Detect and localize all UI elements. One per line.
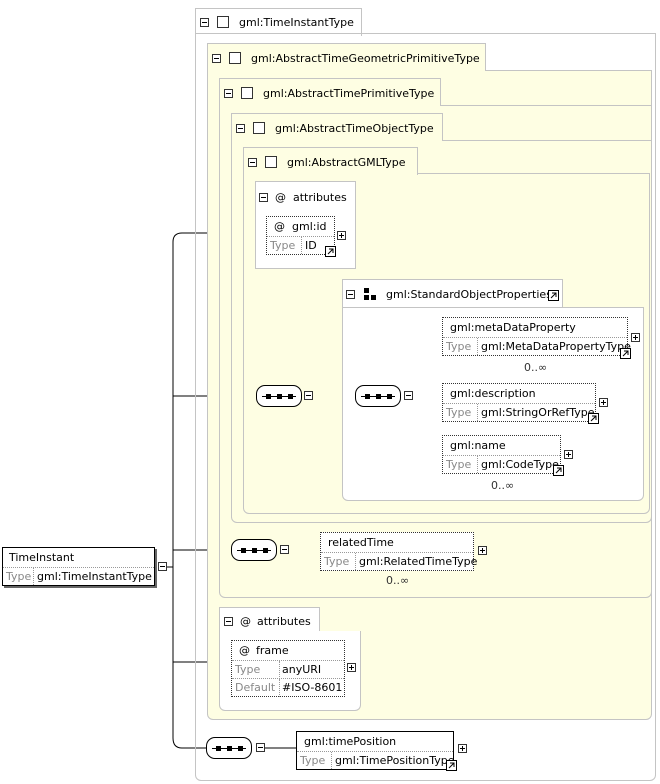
description-element[interactable]: gml:description Type gml:StringOrRefType [442,383,596,422]
abstract-time-primitive-type-tab: gml:AbstractTimePrimitiveType [219,78,441,106]
attributes-label: attributes [293,191,347,204]
abstract-gml-type-tab: gml:AbstractGMLType [243,147,418,175]
type-label: Type [300,754,326,767]
collapse-icon[interactable] [224,617,233,626]
attribute-at-icon: @ [274,220,285,233]
attribute-at-icon: @ [239,644,250,657]
expand-icon[interactable] [631,333,640,342]
type-label: Type [446,340,472,353]
occurrence-label: 0..∞ [491,479,515,492]
element-name: gml:metaDataProperty [450,321,576,334]
sequence-compositor[interactable] [355,385,401,407]
type-value: anyURI [282,663,322,676]
element-name: gml:description [450,387,536,400]
collapse-icon[interactable] [212,54,221,63]
attribute-name: gml:id [292,220,327,233]
complex-type-icon [253,122,265,134]
collapse-icon[interactable] [224,89,233,98]
collapse-icon[interactable] [256,743,265,752]
collapse-icon[interactable] [158,562,167,571]
occurrence-label: 0..∞ [524,361,548,374]
expand-icon[interactable] [347,663,356,672]
type-name: gml:AbstractTimeGeometricPrimitiveType [251,52,480,65]
related-time-element[interactable]: relatedTime Type gml:RelatedTimeType [320,532,478,571]
link-icon[interactable] [446,760,457,771]
expand-icon[interactable] [337,231,346,240]
type-value: gml:RelatedTimeType [359,555,478,568]
frame-attributes-tab: @ attributes [219,607,320,635]
attributes-label: attributes [257,615,311,628]
type-value: ID [305,239,317,252]
expand-icon[interactable] [564,450,573,459]
meta-data-property-element[interactable]: gml:metaDataProperty Type gml:MetaDataPr… [442,317,631,356]
type-value: gml:StringOrRefType [481,406,595,419]
occurrence-label: 0..∞ [386,574,410,587]
expand-icon[interactable] [458,744,467,753]
type-name: gml:AbstractTimeObjectType [275,122,434,135]
link-icon[interactable] [325,246,336,257]
sequence-compositor[interactable] [206,737,252,759]
type-value: gml:TimePositionType [335,754,455,767]
link-icon[interactable] [553,465,564,476]
collapse-icon[interactable] [248,158,257,167]
time-instant-type-tab: gml:TimeInstantType [195,8,362,36]
type-value: gml:MetaDataPropertyType [481,340,631,353]
complex-type-icon [241,87,253,99]
link-icon[interactable] [588,413,599,424]
type-value: gml:CodeType [481,458,559,471]
time-instant-type-frame [195,33,656,781]
sequence-compositor[interactable] [231,539,277,561]
element-name: gml:timePosition [304,735,397,748]
collapse-icon[interactable] [346,290,355,299]
link-icon[interactable] [620,348,631,359]
collapse-icon[interactable] [280,545,289,554]
complex-type-icon [265,156,277,168]
attribute-at-icon: @ [240,615,251,628]
sequence-compositor[interactable] [256,385,302,407]
type-label: Type [6,570,32,583]
collapse-icon[interactable] [259,193,268,202]
time-instant-root-element[interactable]: TimeInstant Type gml:TimeInstantType [2,547,155,586]
type-label: Type [446,406,472,419]
type-label: Type [324,555,350,568]
type-name: gml:TimeInstantType [239,16,354,29]
expand-icon[interactable] [478,546,487,555]
default-label: Default [235,681,276,694]
gml-id-attribute[interactable]: @ gml:id Type ID [266,216,335,255]
complex-type-icon [229,52,241,64]
standard-object-properties-tab: gml:StandardObjectProperties [342,279,563,307]
collapse-icon[interactable] [236,124,245,133]
group-name: gml:StandardObjectProperties [386,288,552,301]
default-value: #ISO-8601 [282,681,343,694]
element-name: TimeInstant [9,551,75,564]
type-name: gml:AbstractTimePrimitiveType [263,87,435,100]
type-label: Type [446,458,472,471]
collapse-icon[interactable] [304,391,313,400]
group-icon [364,288,376,300]
link-icon[interactable] [548,290,559,301]
abstract-time-object-type-tab: gml:AbstractTimeObjectType [231,113,443,141]
collapse-icon[interactable] [404,391,413,400]
type-label: Type [235,663,261,676]
expand-icon[interactable] [599,398,608,407]
time-position-element[interactable]: gml:timePosition Type gml:TimePositionTy… [296,731,454,770]
type-value: gml:TimeInstantType [37,570,152,583]
attribute-at-icon: @ [275,191,286,204]
attribute-name: frame [256,644,289,657]
name-element[interactable]: gml:name Type gml:CodeType [442,435,561,474]
type-name: gml:AbstractGMLType [287,156,406,169]
collapse-icon[interactable] [200,18,209,27]
type-label: Type [270,239,296,252]
frame-attribute[interactable]: @ frame Type anyURI Default #ISO-8601 [231,640,345,697]
complex-type-icon [217,16,229,28]
element-name: gml:name [450,439,506,452]
element-name: relatedTime [328,536,394,549]
abstract-time-geometric-primitive-type-tab: gml:AbstractTimeGeometricPrimitiveType [207,43,486,71]
